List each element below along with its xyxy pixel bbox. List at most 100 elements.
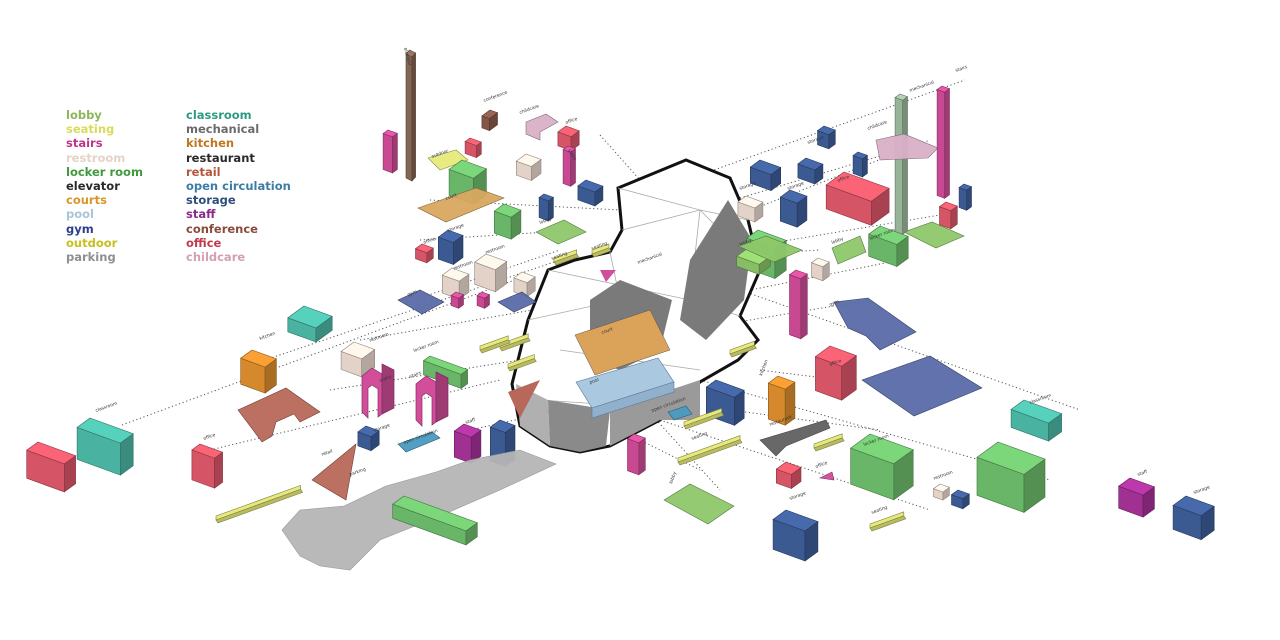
office-box-left <box>416 244 434 263</box>
storage-box-i-side <box>967 187 972 211</box>
court-slab <box>418 188 504 222</box>
gym-slab-large <box>862 356 982 416</box>
label-restroom: restroom <box>933 469 954 482</box>
legend-item-open-circulation: open circulation <box>186 179 291 193</box>
stairs-tower-bottom-side <box>639 438 646 475</box>
connector-line-6 <box>700 80 965 175</box>
lobby-slab-bottom <box>664 484 734 524</box>
legend-item-pool: pool <box>66 207 143 221</box>
classroom-box-right <box>1011 400 1062 441</box>
locker-box-far-right <box>977 442 1045 512</box>
restroom-box-c <box>514 272 535 297</box>
stairs-unit-b-body <box>416 376 436 426</box>
seating-bar-long-edge <box>216 489 303 523</box>
label-childcare: childcare <box>867 119 888 132</box>
legend-item-retail: retail <box>186 165 291 179</box>
office-box-d <box>940 202 958 229</box>
office-box-right <box>815 346 856 400</box>
staff-box-a <box>454 424 481 463</box>
label-staff: staff <box>465 417 477 426</box>
locker-box-mid <box>494 204 521 239</box>
stairs-unit-a-body <box>362 368 382 418</box>
label-office: office <box>815 460 829 470</box>
label-kitchen: kitchen <box>758 359 769 377</box>
legend-item-staff: staff <box>186 207 291 221</box>
storage-box-left <box>438 230 463 265</box>
retail-slab <box>238 388 320 442</box>
label-conference: conference <box>483 90 509 104</box>
label-storage: storage <box>447 222 465 234</box>
storage-box-far-right <box>1173 496 1214 540</box>
label-storage: storage <box>1193 484 1211 496</box>
storage-box-i-front <box>959 188 967 211</box>
staff-box-right <box>1119 478 1155 517</box>
label-classroom: classroom <box>1029 392 1052 405</box>
storage-box-mid <box>539 194 553 221</box>
stairs-tower-left-side <box>393 133 398 173</box>
stairs-triangle <box>820 472 834 480</box>
legend-item-outdoor: outdoor <box>66 236 143 250</box>
legend-item-locker-room: locker room <box>66 165 143 179</box>
gym-slab-right <box>834 298 916 350</box>
label-classroom: classroom <box>95 400 118 413</box>
label-seating: seating <box>691 431 709 442</box>
stairs-tower-right-front <box>790 275 801 339</box>
legend-item-mechanical: mechanical <box>186 122 291 136</box>
storage-box-top <box>578 180 603 206</box>
stairs-small-a <box>451 292 463 308</box>
stairs-tower-tall <box>937 86 949 198</box>
legend-item-childcare: childcare <box>186 250 291 264</box>
legend-item-stairs: stairs <box>66 136 143 150</box>
legend-item-courts: courts <box>66 193 143 207</box>
locker-box-right <box>851 434 914 500</box>
office-box-b <box>192 444 223 488</box>
childcare-slab <box>526 114 558 140</box>
storage-box-j <box>853 152 867 177</box>
restroom-box-top <box>516 154 541 181</box>
restroom-box-b <box>475 254 507 292</box>
stairs-unit-b <box>416 372 448 426</box>
stairs-unit-a <box>362 364 394 418</box>
gym-slab-b <box>498 292 536 312</box>
office-box-large-right <box>826 172 889 225</box>
label-lobby: lobby <box>668 471 678 485</box>
label-storage: storage <box>739 180 757 192</box>
elevator-shaft-front <box>406 54 412 181</box>
legend-item-seating: seating <box>66 122 143 136</box>
legend-item-parking: parking <box>66 250 143 264</box>
restroom-box-e <box>934 484 950 500</box>
label-stairs: stairs <box>955 64 969 74</box>
stairs-tower-right <box>790 270 808 339</box>
conference-box <box>482 110 498 131</box>
connector-line-5 <box>600 135 640 180</box>
seating-bar-g <box>814 434 844 451</box>
childcare-slab-right <box>876 134 938 160</box>
legend-item-kitchen: kitchen <box>186 136 291 150</box>
office-box-far-left <box>27 442 76 492</box>
label-staff: staff <box>1137 469 1149 478</box>
legend-item-restroom: restroom <box>66 151 143 165</box>
stairs-tower-tall-front <box>937 90 945 199</box>
restroom-box-f <box>812 258 830 281</box>
seating-bar-i-face <box>678 436 740 462</box>
mechanical-shaft-side <box>903 97 908 235</box>
storage-box-l <box>798 158 823 184</box>
storage-box-j-front <box>853 156 862 177</box>
legend-left-column: lobby seating stairs restroom locker roo… <box>66 108 143 264</box>
label-kitchen: kitchen <box>259 331 277 342</box>
seating-bar-i-edge <box>678 440 742 465</box>
legend-item-conference: conference <box>186 222 291 236</box>
stairs-tower-right-side <box>801 274 808 339</box>
stairs-tower-bottom <box>628 434 646 475</box>
elevator-shaft-side <box>412 53 416 181</box>
label-mechanical: mechanical <box>909 79 935 93</box>
elevator-shaft <box>406 50 416 181</box>
stairs-tower-tall-side <box>945 89 950 199</box>
seating-bar-long-face <box>216 485 301 520</box>
office-box-small <box>465 138 481 158</box>
label-restroom: restroom <box>485 243 506 256</box>
legend-item-gym: gym <box>66 222 143 236</box>
label-office: office <box>423 236 437 246</box>
kitchen-box-left <box>241 350 277 393</box>
